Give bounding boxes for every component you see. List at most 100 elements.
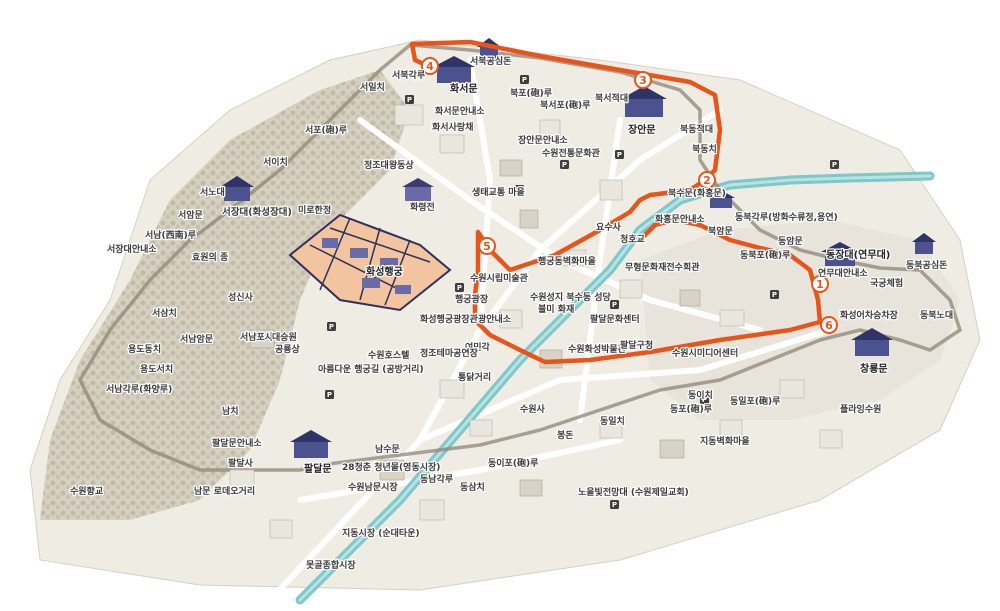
label-seonampoesa: 서남포사 [240,331,274,343]
label-suwon-nammun: 수원남문시장 [348,481,398,493]
label-bukdongchi: 북동치 [692,143,717,155]
label-seopo-ru: 서포(砲)루 [305,124,347,136]
label-paldalgu: 팔달구청 [620,339,653,351]
dongbuk-gongsimdon-icon [912,233,936,254]
svg-text:P: P [612,301,617,309]
label-paldalmun: 팔달문 [304,462,332,475]
svg-text:P: P [702,396,707,404]
label-motgol-market: 못골종합시장 [306,559,356,571]
janganmun-gate-icon [621,86,667,117]
label-paldalmun-info: 팔달문안내소 [212,437,262,449]
parking-icon: P [615,150,624,159]
label-jeongjo-theater: 정조테마공연장 [420,347,479,359]
stop-marker-3[interactable]: 3 [634,71,652,89]
label-bukammun: 북암문 [708,225,733,237]
stop-marker-2[interactable]: 2 [698,171,716,189]
label-yongdo-dongchi: 용도동치 [128,343,161,355]
label-bukseo-poru: 북서포(砲)루 [540,99,590,111]
label-dongbuk-gangnu: 동북각루(방화수류정,용연) [735,211,838,223]
label-dongnam-gangnu: 동남각루 [420,473,453,485]
label-cheongho-bridge: 청호교 [620,233,645,245]
label-suwon-sim-center: 수원시미디어센터 [672,347,738,359]
stop-marker-5[interactable]: 5 [478,237,496,255]
stop-number-1: 1 [816,278,824,291]
hwaryeongjeon-icon [402,178,434,201]
label-noeulbit: 노을빛전망대 (수원제일교회) [578,486,689,498]
city-buildings [229,104,843,539]
label-seongsinsa: 성신사 [228,291,254,303]
label-seonam-ru: 서남(西南)루 [145,229,196,241]
label-suwon-hostel: 수원호스텔 [368,349,409,361]
label-hwaseo-info: 화서문안내소 [435,105,485,117]
stop-marker-6[interactable]: 6 [820,316,838,334]
svg-text:P: P [327,391,332,399]
label-hwaseomun: 화서문 [450,82,478,95]
label-janganmun: 장안문 [628,123,656,136]
parking-icon: P [700,395,709,404]
label-bukseo-jeokdae: 북서적대 [595,92,628,104]
label-bukdong-jeokdae: 북동적대 [680,123,713,135]
stop-number-3: 3 [639,74,647,87]
hwaseomun-gate-icon [433,56,475,83]
label-dongbuk-gongsimdon: 동북공심돈 [906,259,947,271]
label-seonamammun: 서남암문 [180,333,213,345]
label-tongdak-street: 통닭거리 [458,371,491,383]
label-yosuna: 요수사 [596,221,622,233]
label-dongichi: 동이치 [688,389,713,401]
label-janganmun-info: 장안문안내소 [518,134,568,146]
label-seoammun: 서암문 [178,209,203,221]
label-yeomoggeori: 여민각 [465,341,491,353]
svg-text:P: P [617,151,622,159]
label-seobuk-gangnu: 서북각루 [392,69,425,81]
hwaseong-haenggung-palace [288,213,452,312]
label-hwaseo-sajang: 화서사랑채 [432,121,473,133]
label-hyowon-bell: 효원의 종 [192,251,228,263]
label-flying-suwon: 플라잉수원 [840,403,881,415]
east-hill [640,220,960,420]
label-dongammun: 동암문 [778,235,803,247]
label-mirohanjeong: 미로한정 [298,204,331,216]
label-namsumun: 남수문 [375,443,400,455]
label-bukpo-ru: 북포(砲)루 [510,87,552,99]
stop-marker-1[interactable]: 1 [811,275,829,293]
label-jidongbyeokhwa: 지동벽화마을 [700,435,750,447]
label-jidong-market: 지동시장 (순대타운) [342,527,420,539]
label-paldalsa: 팔달사 [228,457,254,469]
svg-text:P: P [562,161,567,169]
label-dongpo-ru: 동포(砲)루 [670,403,712,415]
gate-buildings [220,38,936,458]
label-hwahongmun: 북수문(화홍문) [668,187,726,199]
label-hwaseong-haenggung: 화성행궁 [366,265,403,278]
paldalsan-hill [40,70,410,520]
label-dongbuk-nodae: 동북노대 [920,309,953,321]
label-bongdon: 봉돈 [557,430,574,441]
label-jeongjo-statue: 정조대왕동상 [364,159,414,171]
parking-icon: P [610,300,619,309]
label-suwonsa: 수원사 [520,403,546,415]
label-dongsamchi: 동삼치 [460,481,485,493]
label-donggaeru: 동이포(砲)루 [488,457,538,469]
paldalmun-gate-icon [290,430,332,458]
parking-icon: P [770,290,779,299]
label-changnyongmun: 창룡문 [860,362,888,375]
label-namchi: 남치 [222,405,239,417]
hwahongmun-icon [707,190,735,208]
label-seobuk-gongsimdon: 서북공심돈 [470,55,511,67]
svg-text:P: P [772,291,777,299]
label-paldal-culture: 팔달문화센터 [590,313,640,325]
label-dongbuk-poru: 동북포(砲)루 [740,249,790,261]
label-daeseongjeon: 대승원 [272,331,297,343]
label-seoilchi: 서일치 [360,81,385,93]
label-pipa: 공룡상 [275,343,301,355]
svg-text:P: P [832,161,837,169]
stop-number-4: 4 [426,60,434,73]
label-suwon-museum: 수원시립미술관 [470,272,529,284]
label-suwon-hyanggyo: 수원향교 [70,485,103,497]
stop-number-6: 6 [825,319,833,332]
stop-number-5: 5 [483,240,491,253]
stop-marker-4[interactable]: 4 [421,57,439,75]
label-haenggung-info: 화성행궁광장관광안내소 [420,313,512,325]
svg-text:P: P [407,96,412,104]
label-murye-culture: 무형문화재전수회관 [625,261,700,273]
svg-text:P: P [612,501,617,509]
